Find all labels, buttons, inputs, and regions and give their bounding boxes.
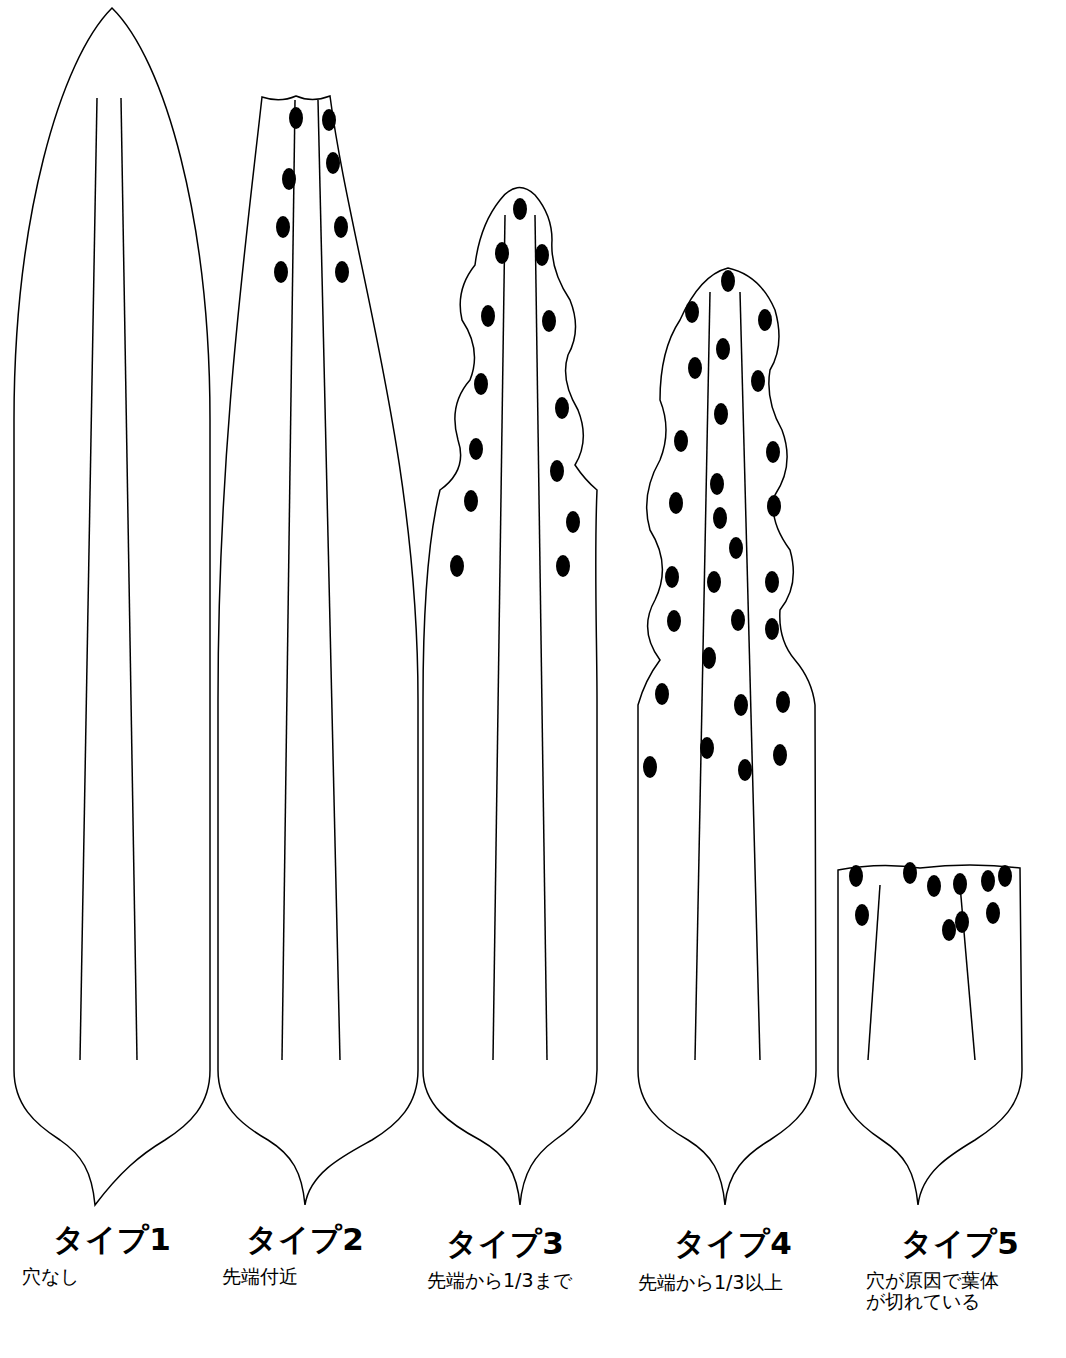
leaf-vein xyxy=(535,215,547,1060)
type-heading: タイプ4 xyxy=(674,1226,792,1260)
leaf-outline xyxy=(838,865,1022,1205)
leaf-vein xyxy=(740,292,760,1060)
leaf-vein xyxy=(282,100,295,1060)
leaf-outline xyxy=(638,268,816,1205)
type-heading: タイプ5 xyxy=(901,1226,1019,1260)
type-description: 穴なし xyxy=(22,1266,182,1287)
type-heading: タイプ2 xyxy=(246,1222,364,1256)
leaf-vein xyxy=(695,292,710,1060)
type-heading: タイプ1 xyxy=(53,1222,171,1256)
leaf-outline xyxy=(423,188,597,1205)
leaf-vein xyxy=(868,885,880,1060)
hole-dots xyxy=(643,270,790,781)
leaf-vein xyxy=(121,98,137,1060)
type-description: 先端付近 xyxy=(222,1266,392,1287)
type-heading: タイプ3 xyxy=(446,1226,564,1260)
hole-dots xyxy=(450,198,580,577)
type-description: 先端から1/3まで xyxy=(427,1270,577,1291)
leaf-vein xyxy=(318,100,340,1060)
leaf-vein xyxy=(493,215,505,1060)
leaf-vein xyxy=(80,98,97,1060)
type-description: 穴が原因で葉体が切れている xyxy=(866,1270,1016,1312)
hole-dots xyxy=(849,862,1012,941)
leaf-outline xyxy=(14,8,210,1205)
leaf-outline xyxy=(218,96,418,1205)
type-description: 先端から1/3以上 xyxy=(638,1272,790,1293)
hole-dots xyxy=(274,107,349,283)
